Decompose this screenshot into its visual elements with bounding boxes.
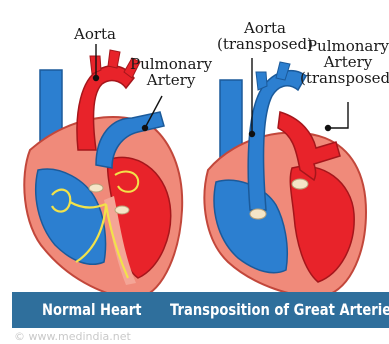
transposed-valve-1 xyxy=(250,209,266,219)
transposed-heart xyxy=(204,62,366,297)
leader-right-aorta-dot xyxy=(250,132,255,137)
leader-left-pulmonary-dot xyxy=(143,126,148,131)
label-right-aorta-line1: Aorta xyxy=(217,20,313,36)
leader-right-pulmonary-dot xyxy=(326,126,331,131)
label-left-pulmonary-line2: Artery xyxy=(130,72,212,88)
caption-transposition: Transposition of Great Arteries xyxy=(170,292,389,328)
label-right-pulmonary-line3: (transposed) xyxy=(300,70,389,86)
normal-valve-2 xyxy=(115,206,129,214)
caption-banner: Normal Heart Transposition of Great Arte… xyxy=(12,292,389,328)
label-right-pulmonary-line1: Pulmonary xyxy=(300,38,389,54)
normal-valve-1 xyxy=(89,184,103,192)
label-left-aorta: Aorta xyxy=(74,26,116,42)
label-left-pulmonary-artery: Pulmonary Artery xyxy=(130,56,212,88)
transposed-valve-2 xyxy=(292,179,308,189)
watermark: © www.medindia.net xyxy=(14,330,131,343)
label-right-pulmonary-artery: Pulmonary Artery (transposed) xyxy=(300,38,389,86)
leader-right-pulmonary xyxy=(330,102,348,128)
caption-normal-heart: Normal Heart xyxy=(42,292,142,328)
label-right-aorta-line2: (transposed) xyxy=(217,36,313,52)
label-left-pulmonary-line1: Pulmonary xyxy=(130,56,212,72)
label-left-aorta-text: Aorta xyxy=(74,25,116,43)
label-right-pulmonary-line2: Artery xyxy=(300,54,389,70)
leader-left-aorta-dot xyxy=(94,76,99,81)
label-right-aorta: Aorta (transposed) xyxy=(217,20,313,52)
